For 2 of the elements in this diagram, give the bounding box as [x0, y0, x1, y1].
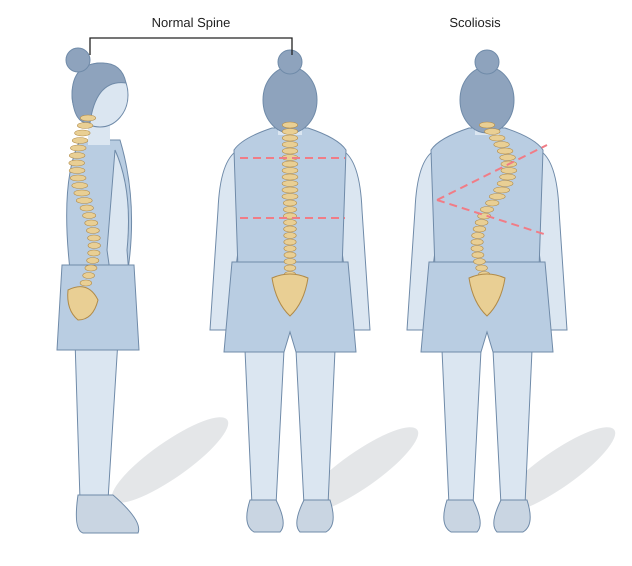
figure-label: Normal Spine [152, 15, 230, 30]
figure-label: Scoliosis [449, 15, 501, 30]
